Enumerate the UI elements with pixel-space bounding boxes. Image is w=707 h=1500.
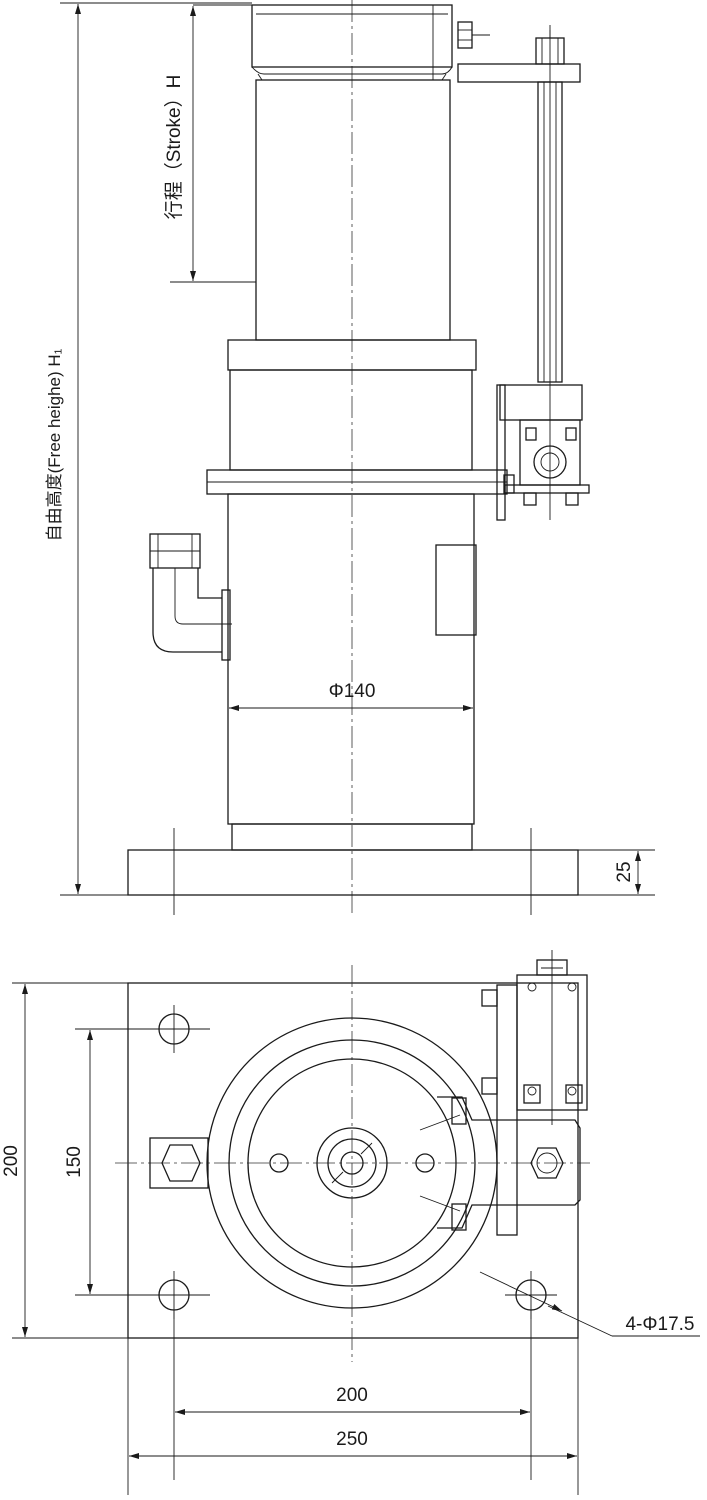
bolt-hole-left: [269, 1153, 289, 1173]
base-height-label: 200: [1, 1145, 22, 1177]
bolt-hole-right: [415, 1153, 435, 1173]
mounting-holes: [150, 1005, 557, 1319]
hole-spacing-vertical-label: 150: [64, 1146, 85, 1178]
stroke-label: 行程（Stroke）H: [163, 75, 185, 220]
limit-switch-assembly: [457, 25, 590, 521]
side-window: [435, 544, 477, 636]
dim-hole-spacing-vertical: 150: [64, 1028, 155, 1296]
hole-spacing-horizontal-label: 200: [336, 1385, 368, 1406]
cylinder-body: [227, 493, 475, 825]
free-height-label: 自由高度(Free heighe) H₁: [45, 348, 64, 541]
dim-hole-spacing-horizontal: 200: [173, 1310, 532, 1480]
inlet-hex-nut: [149, 1137, 209, 1189]
dim-diameter: Φ140: [229, 681, 473, 711]
base-width-label: 250: [336, 1429, 368, 1450]
diameter-label: Φ140: [329, 681, 376, 702]
flange-thickness-label: 25: [614, 861, 635, 882]
base-flange: [127, 849, 579, 896]
middle-ring: [228, 1039, 476, 1287]
center-bore: [340, 1151, 364, 1175]
top-head: [251, 4, 453, 68]
dim-base-height: 200: [1, 982, 128, 1339]
plunger: [255, 79, 451, 341]
base-plate: [127, 982, 579, 1339]
dim-holes-callout: 4-Φ17.5: [479, 1271, 700, 1337]
middle-body: [229, 369, 473, 471]
hub-outer: [316, 1127, 388, 1199]
dim-free-height: 自由高度(Free heighe) H₁: [45, 2, 252, 896]
hub-inner: [327, 1138, 377, 1188]
top-view: 200 150 4-Φ17.5 200 250: [1, 950, 700, 1495]
front-view: 行程（Stroke）H 自由高度(Free heighe) H₁ Φ140 25: [45, 0, 655, 915]
head-nut: [457, 21, 473, 49]
dim-base-width: 250: [127, 1338, 579, 1495]
oil-inlet-fitting: [149, 533, 232, 661]
dim-flange-thickness: 25: [578, 849, 655, 896]
switch-bracket-top: [419, 950, 588, 1236]
dim-stroke: 行程（Stroke）H: [163, 4, 256, 283]
inner-ring: [247, 1058, 457, 1268]
holes-label: 4-Φ17.5: [625, 1314, 694, 1335]
